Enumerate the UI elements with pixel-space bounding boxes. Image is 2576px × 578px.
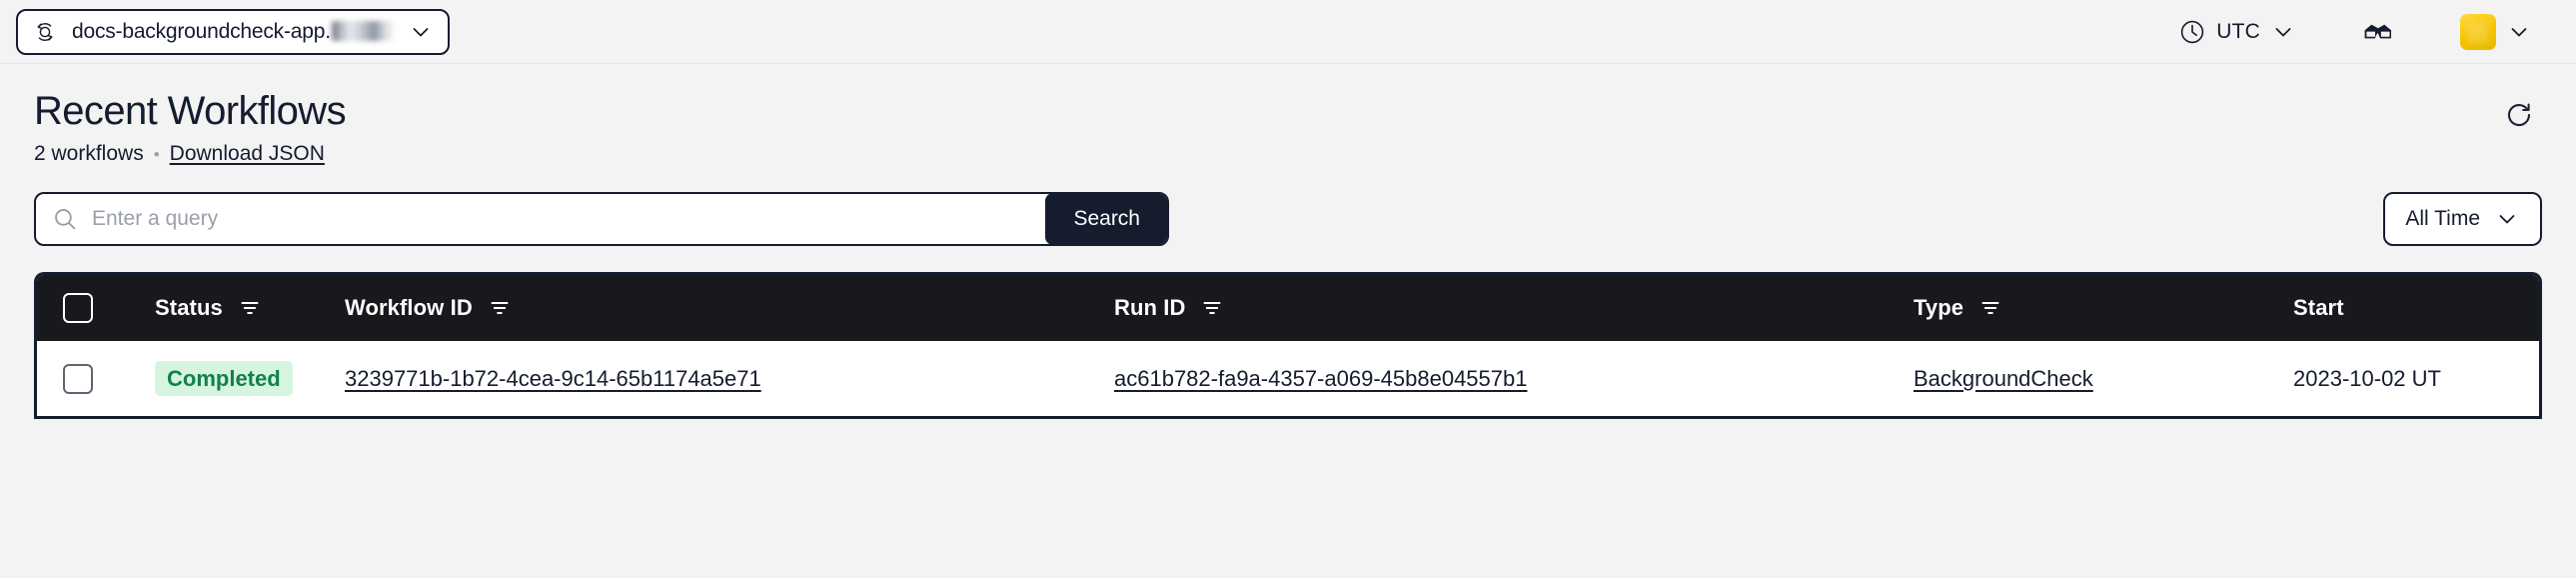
download-json-link[interactable]: Download JSON [169, 142, 325, 165]
column-label-start: Start [2293, 295, 2344, 320]
avatar [2460, 13, 2496, 50]
run-id-link[interactable]: ac61b782-fa9a-4357-a069-45b8e04557b1 [1114, 365, 1528, 391]
column-header-type: Type [1914, 275, 2293, 341]
namespace-orbit-icon [32, 19, 58, 45]
chevron-down-icon[interactable] [2270, 19, 2296, 45]
column-label-type: Type [1914, 295, 1964, 320]
row-checkbox[interactable] [63, 363, 93, 394]
chevron-down-icon[interactable] [408, 19, 434, 45]
row-select-cell [37, 341, 155, 420]
refresh-icon [2504, 100, 2534, 130]
cell-status: Completed [155, 341, 345, 420]
select-all-checkbox[interactable] [63, 293, 93, 323]
column-header-run-id: Run ID [1114, 275, 1914, 341]
top-header: docs-backgroundcheck-app. UTC [0, 0, 2576, 64]
search-bar: Search [34, 192, 1169, 246]
search-icon [52, 206, 78, 232]
column-label-run-id: Run ID [1114, 295, 1186, 320]
workflow-type-link[interactable]: BackgroundCheck [1914, 365, 2093, 391]
header-actions: UTC [2168, 8, 2576, 56]
filter-icon[interactable] [1201, 297, 1223, 319]
search-field [36, 194, 1046, 244]
workflow-count: 2 workflows [34, 142, 144, 165]
column-header-workflow-id: Workflow ID [345, 275, 1114, 341]
refresh-button[interactable] [2496, 92, 2542, 138]
search-row: Search All Time [34, 192, 2542, 246]
start-time-value: 2023-10-02 UT [2293, 365, 2441, 391]
timezone-selector[interactable]: UTC [2168, 12, 2306, 52]
status-badge: Completed [155, 361, 293, 397]
cell-workflow-id: 3239771b-1b72-4cea-9c14-65b1174a5e71 [345, 341, 1114, 420]
page-content: Recent Workflows 2 workflows • Download … [0, 64, 2576, 420]
clock-icon [2178, 18, 2206, 46]
namespace-label-text: docs-backgroundcheck-app. [72, 19, 331, 43]
namespace-selector[interactable]: docs-backgroundcheck-app. [16, 8, 450, 55]
cell-run-id: ac61b782-fa9a-4357-a069-45b8e04557b1 [1114, 341, 1914, 420]
column-label-workflow-id: Workflow ID [345, 295, 473, 320]
page-title: Recent Workflows [34, 89, 347, 133]
workflow-id-link[interactable]: 3239771b-1b72-4cea-9c14-65b1174a5e71 [345, 365, 761, 391]
column-header-select-all [37, 275, 155, 341]
search-input[interactable] [92, 194, 1046, 244]
chevron-down-icon[interactable] [2506, 19, 2532, 45]
workflows-table: Status Workflow ID [34, 272, 2542, 420]
namespace-redacted-block [331, 20, 394, 41]
time-range-value: All Time [2405, 207, 2480, 230]
timezone-label: UTC [2216, 19, 2260, 43]
table-row[interactable]: Completed 3239771b-1b72-4cea-9c14-65b117… [37, 341, 2539, 420]
chevron-down-icon [2494, 206, 2520, 232]
namespace-label: docs-backgroundcheck-app. [72, 20, 394, 44]
column-header-status: Status [155, 275, 345, 341]
filter-icon[interactable] [489, 297, 511, 319]
separator-dot: • [153, 144, 160, 164]
page-header: Recent Workflows 2 workflows • Download … [34, 64, 2542, 166]
column-label-status: Status [155, 295, 223, 320]
labs-toggle-button[interactable] [2352, 10, 2404, 54]
cell-type: BackgroundCheck [1914, 341, 2293, 420]
glasses-icon [2362, 16, 2394, 48]
user-menu[interactable] [2450, 8, 2542, 56]
page-subtitle: 2 workflows • Download JSON [34, 142, 2542, 166]
search-button[interactable]: Search [1045, 194, 1167, 244]
time-range-select[interactable]: All Time [2383, 192, 2542, 246]
column-header-start: Start [2293, 275, 2539, 341]
filter-icon[interactable] [1979, 297, 2001, 319]
table-header-row: Status Workflow ID [37, 275, 2539, 341]
cell-start: 2023-10-02 UT [2293, 341, 2539, 420]
filter-icon[interactable] [239, 297, 261, 319]
